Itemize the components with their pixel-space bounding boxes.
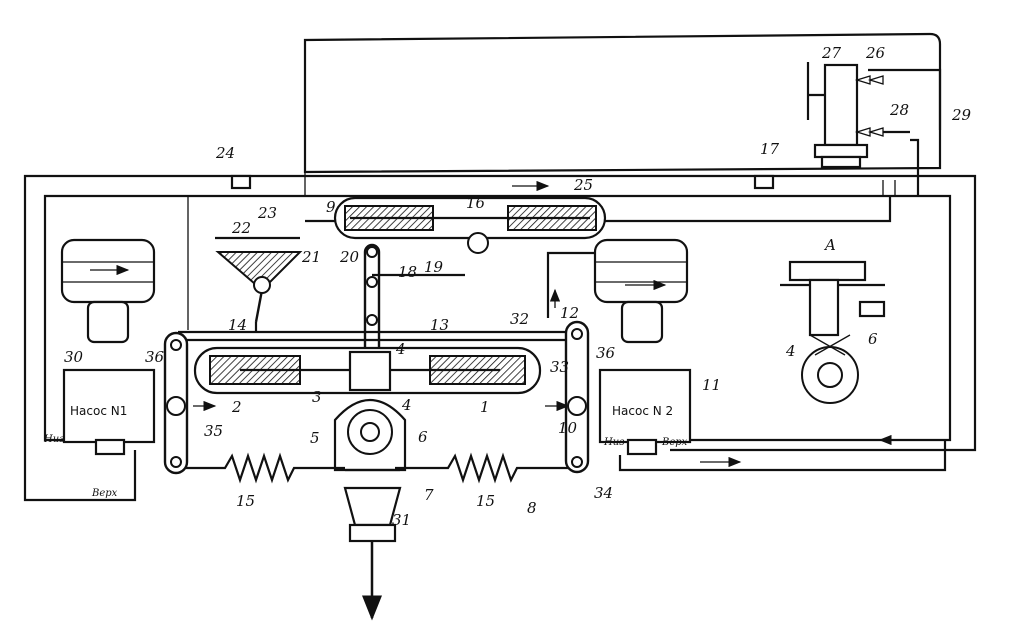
label-10: 10 [558, 419, 578, 437]
label-36a: 36 [145, 348, 165, 366]
label-25: 25 [573, 176, 593, 194]
label-34: 34 [594, 484, 613, 502]
label-13: 13 [430, 316, 449, 334]
label-28: 28 [889, 101, 909, 119]
valve-block-26 [806, 62, 910, 169]
label-4b: 4 [401, 396, 412, 414]
port-high-left: Верх [91, 488, 118, 499]
section-labels: A 4 6 [785, 236, 878, 360]
numeric-labels: 1 2 3 4 4 5 6 7 8 9 10 11 12 13 14 15 15… [64, 44, 972, 529]
spring-left-15 [178, 452, 345, 484]
label-27: 27 [821, 44, 842, 62]
motor-right [593, 238, 692, 456]
linkage-rods [178, 322, 578, 342]
label-8: 8 [527, 499, 537, 517]
check-valve-24 [230, 174, 252, 190]
section-label-left: 4 [785, 342, 796, 360]
label-17: 17 [760, 140, 780, 158]
label-20: 20 [339, 248, 360, 266]
spring-right-15 [395, 452, 578, 484]
label-29: 29 [951, 106, 972, 124]
label-14: 14 [228, 316, 247, 334]
label-9: 9 [326, 198, 336, 216]
label-11: 11 [702, 376, 721, 394]
label-5: 5 [310, 429, 320, 447]
label-16: 16 [466, 194, 486, 212]
label-36b: 36 [596, 344, 616, 362]
pump-1-label: Насос N1 [70, 404, 127, 418]
label-7: 7 [424, 486, 434, 504]
port-high-right: Верх [661, 437, 688, 448]
label-12: 12 [560, 304, 579, 322]
label-15a: 15 [236, 492, 255, 510]
label-26: 26 [865, 44, 886, 62]
section-title: A [823, 236, 836, 254]
label-6: 6 [418, 428, 428, 446]
section-a-detail [780, 260, 886, 404]
crank-mechanism [333, 398, 407, 543]
motor-left [60, 238, 156, 456]
feedback-link-20 [363, 243, 465, 357]
label-31: 31 [392, 511, 411, 529]
label-30: 30 [64, 348, 84, 366]
port-low-left: Низ [43, 434, 65, 445]
main-cylinder [193, 346, 542, 395]
label-23: 23 [257, 204, 277, 222]
label-3: 3 [312, 388, 322, 406]
label-19: 19 [424, 258, 444, 276]
label-15b: 15 [476, 492, 495, 510]
label-24: 24 [215, 144, 235, 162]
label-4: 4 [395, 340, 406, 358]
port-low-right: Низ [603, 437, 625, 448]
label-22: 22 [231, 219, 251, 237]
flow-arrows [193, 180, 915, 621]
pump-2-label: Насос N 2 [612, 404, 673, 418]
lever-right-34 [564, 320, 590, 474]
label-2: 2 [231, 398, 242, 416]
servo-cylinder-9 [333, 196, 607, 254]
label-32: 32 [510, 310, 529, 328]
pump-labels: Насос N1 Насос N 2 Низ Верх Низ Верх [43, 404, 688, 499]
label-33: 33 [550, 358, 569, 376]
lever-left-35 [163, 331, 189, 475]
check-valve-17 [753, 174, 775, 190]
section-label-right: 6 [868, 330, 878, 348]
label-21: 21 [301, 248, 321, 266]
label-18: 18 [398, 263, 417, 281]
regulator-21 [215, 236, 303, 323]
label-1: 1 [480, 398, 490, 416]
label-35: 35 [204, 422, 223, 440]
